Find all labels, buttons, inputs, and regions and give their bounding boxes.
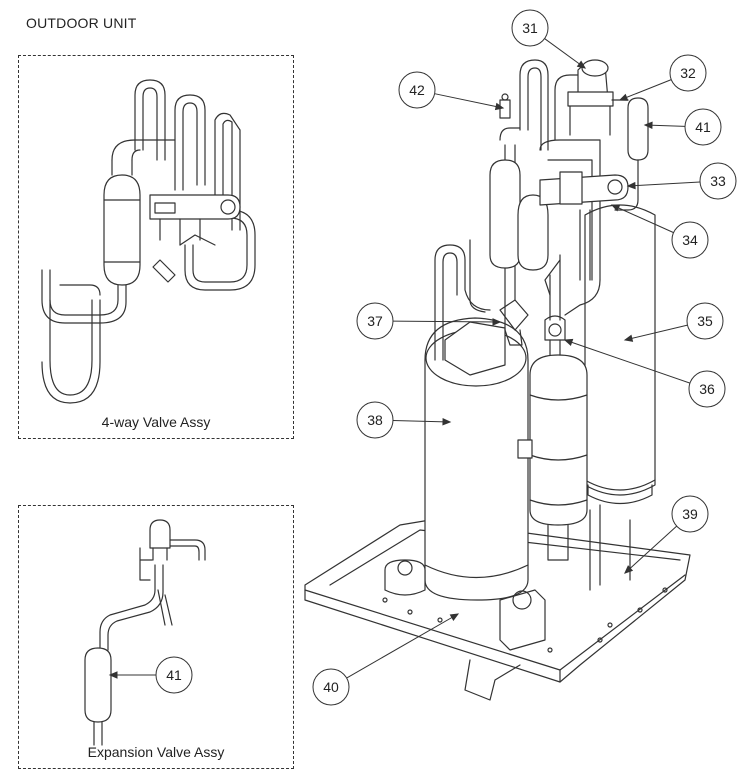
expansion-valve-inset: Expansion Valve Assy [18,505,294,769]
arrowhead [624,565,634,574]
callout-number: 36 [699,381,715,397]
leader-line [624,525,678,574]
callout-circle [155,656,193,694]
callout-40: 40 [312,613,460,706]
leader-line [611,204,674,234]
callout-number: 32 [680,65,696,81]
leader-line [544,38,586,69]
callout-35: 35 [623,302,724,342]
leader-line [564,339,691,384]
callout-37: 37 [356,302,502,340]
callout-number: 41 [166,667,182,683]
arrowhead [623,334,634,342]
callout-number: 33 [710,173,726,189]
callout-39: 39 [624,495,709,574]
leader-line [392,320,501,323]
callout-circle [671,495,709,533]
callout-circle [671,221,709,259]
callout-number: 35 [697,313,713,329]
arrowhead [626,181,636,190]
arrowhead [618,93,629,101]
callout-number: 39 [682,506,698,522]
callout-circle [699,162,737,200]
callout-circle [684,108,722,146]
callout-circle [686,302,724,340]
callout-41b: 41 [108,656,193,694]
callout-circle [688,370,726,408]
callout-circle [511,9,549,47]
callout-number: 38 [367,412,383,428]
expansion-valve-caption: Expansion Valve Assy [87,744,225,760]
callout-number: 34 [682,232,698,248]
leader-line [434,93,504,109]
callout-38: 38 [356,401,452,439]
expansion-valve-assembly-drawing [84,519,206,746]
callout-circle [669,54,707,92]
callout-41: 41 [643,108,722,146]
four-way-valve-caption: 4-way Valve Assy [101,414,211,430]
callout-number: 31 [522,20,538,36]
diagram-title: OUTDOOR UNIT [26,15,137,31]
arrowhead [563,338,574,346]
leader-line [346,613,459,679]
arrowhead [576,60,587,69]
callout-number: 41 [695,119,711,135]
leader-line [392,419,451,423]
callout-42: 42 [398,71,505,111]
callout-circle [312,668,350,706]
callout-number: 37 [367,313,383,329]
arrowhead [494,102,505,111]
arrowhead [610,204,621,212]
main-assembly-drawing [304,59,691,701]
callout-36: 36 [563,338,726,408]
arrowhead [492,318,502,326]
callout-number: 42 [409,82,425,98]
four-way-valve-assembly-drawing [41,79,256,404]
callout-number: 40 [323,679,339,695]
arrowhead [442,418,452,426]
callout-33: 33 [626,162,737,200]
arrowhead [108,671,118,679]
four-way-valve-inset: 4-way Valve Assy [18,55,294,439]
callout-circle [356,302,394,340]
callout-circle [356,401,394,439]
arrowhead [643,121,653,130]
callout-32: 32 [618,54,707,101]
leader-line [624,324,688,341]
callout-circle [398,71,436,109]
callout-34: 34 [610,204,709,259]
callout-31: 31 [511,9,587,69]
leader-line [619,79,672,101]
arrowhead [449,613,460,621]
leader-line [627,181,701,187]
